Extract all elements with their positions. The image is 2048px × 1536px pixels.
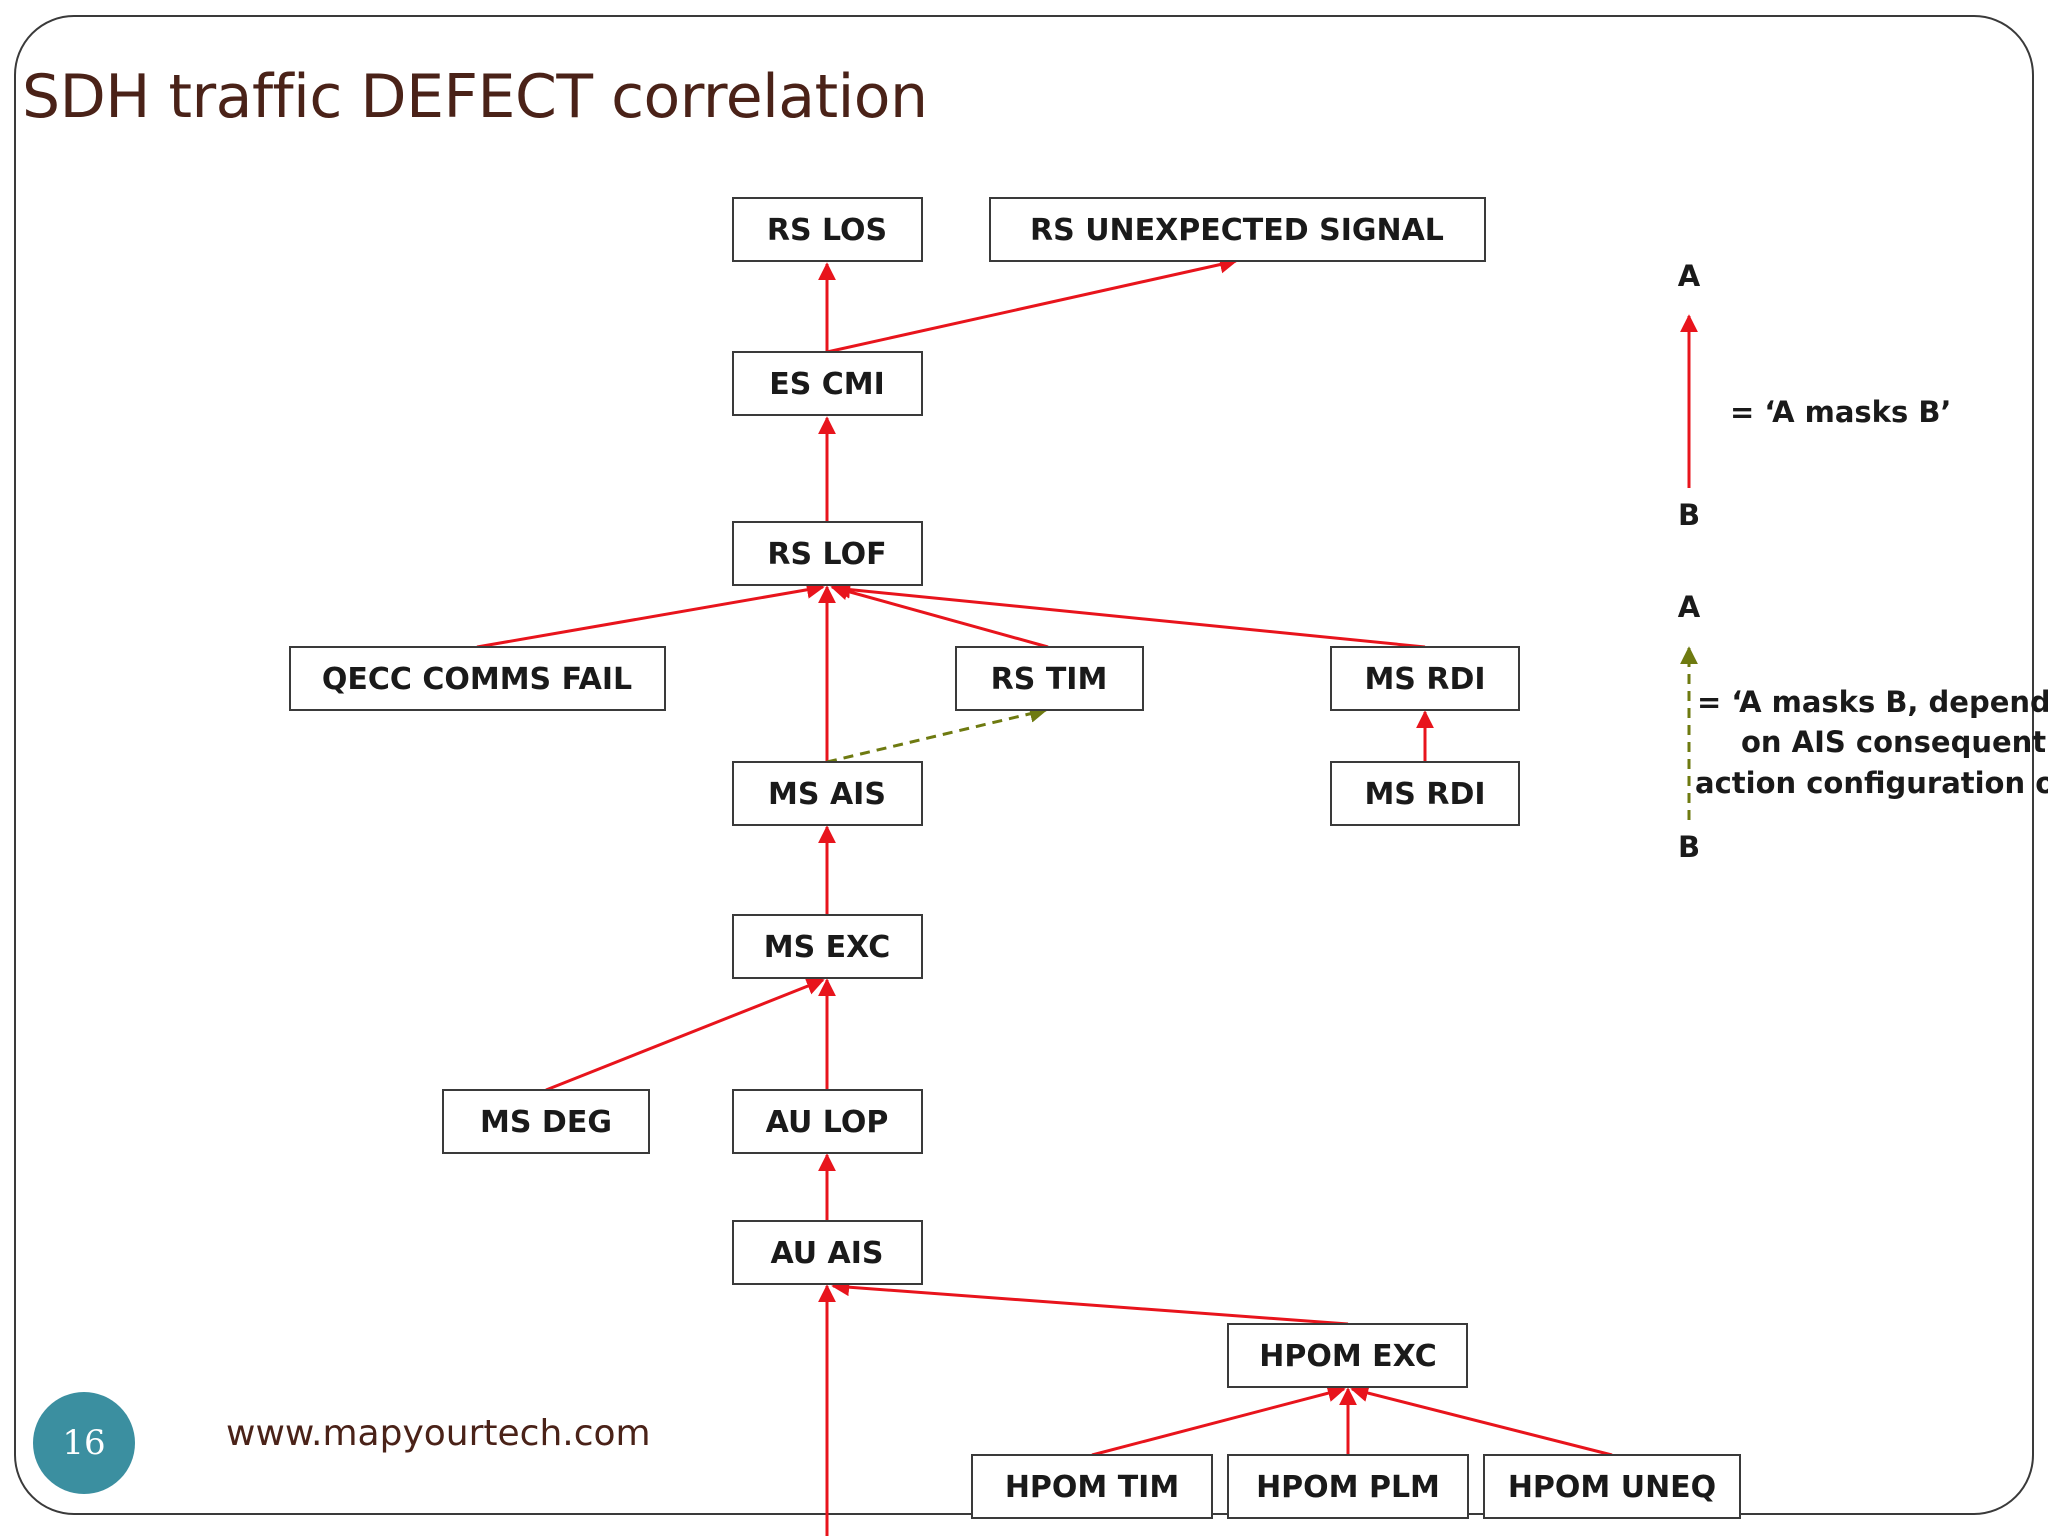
edge-escmi-to-rsunexpected [826,255,1238,354]
node-hpom-uneq: HPOM UNEQ [1483,1454,1741,1519]
node-label: AU AIS [770,1236,883,1271]
node-rs-los: RS LOS [732,197,923,262]
legend-mask-b-label: B [1678,498,1700,532]
edge-hpomexc-to-auais [831,1278,1349,1326]
node-label: RS LOF [767,537,886,572]
node-label: MS EXC [764,930,890,965]
node-es-cmi: ES CMI [732,351,923,416]
node-ms-exc: MS EXC [732,914,923,979]
node-rs-unexpected-signal: RS UNEXPECTED SIGNAL [989,197,1486,262]
edge-qecc-to-rslof [476,580,825,649]
edge-msdeg-to-msexc [545,977,825,1092]
edge-hpomtim-to-hpomexc [1091,1384,1346,1457]
node-rs-tim: RS TIM [955,646,1144,711]
node-ms-rdi-upper: MS RDI [1330,646,1520,711]
node-label: HPOM EXC [1259,1339,1436,1374]
footer-url[interactable]: www.mapyourtech.com [226,1413,651,1454]
node-label: HPOM UNEQ [1508,1470,1716,1505]
node-label: MS AIS [768,777,886,812]
legend-mask-a-label: A [1678,259,1701,293]
node-ms-deg: MS DEG [442,1089,650,1154]
edge-hpomuneq-to-hpomexc [1350,1384,1613,1457]
node-ms-rdi-lower: MS RDI [1330,761,1520,826]
legend-mask: A B = ‘A masks B’ [1678,259,1952,532]
edge-msais-to-rstim-dependent [826,704,1048,764]
node-label: AU LOP [766,1105,889,1140]
node-hpom-exc: HPOM EXC [1227,1323,1468,1388]
legend-dependent-a-label: A [1678,590,1701,624]
node-label: MS DEG [480,1105,612,1140]
node-label: RS TIM [991,662,1108,697]
legend-dependent-line2: on AIS consequent [1741,725,2046,759]
legend-dependent-line1: = ‘A masks B, dependent [1697,685,2048,719]
node-label: HPOM TIM [1005,1470,1179,1505]
node-qecc-comms-fail: QECC COMMS FAIL [289,646,666,711]
edges [476,255,1613,1536]
node-label: RS UNEXPECTED SIGNAL [1030,213,1444,248]
legend-dependent-b-label: B [1678,830,1700,864]
edge-msrdi-to-rslof [832,580,1426,649]
node-ms-ais: MS AIS [732,761,923,826]
node-au-lop: AU LOP [732,1089,923,1154]
node-label: ES CMI [769,367,885,402]
legend-mask-text: = ‘A masks B’ [1730,395,1951,429]
slide-title: SDH traffic DEFECT correlation [22,62,928,132]
node-hpom-plm: HPOM PLM [1227,1454,1469,1519]
node-label: QECC COMMS FAIL [322,662,632,697]
node-label: HPOM PLM [1256,1470,1440,1505]
legend-dependent-line3: action configuration of A’ [1695,766,2048,800]
node-hpom-tim: HPOM TIM [971,1454,1213,1519]
node-label: MS RDI [1364,777,1485,812]
edge-rstim-to-rslof [830,582,1049,649]
legend-dependent: A B = ‘A masks B, dependent on AIS conse… [1678,590,2048,864]
node-label: MS RDI [1364,662,1485,697]
node-au-ais: AU AIS [732,1220,923,1285]
page-number-badge: 16 [33,1392,135,1494]
node-label: RS LOS [767,213,887,248]
node-rs-lof: RS LOF [732,521,923,586]
